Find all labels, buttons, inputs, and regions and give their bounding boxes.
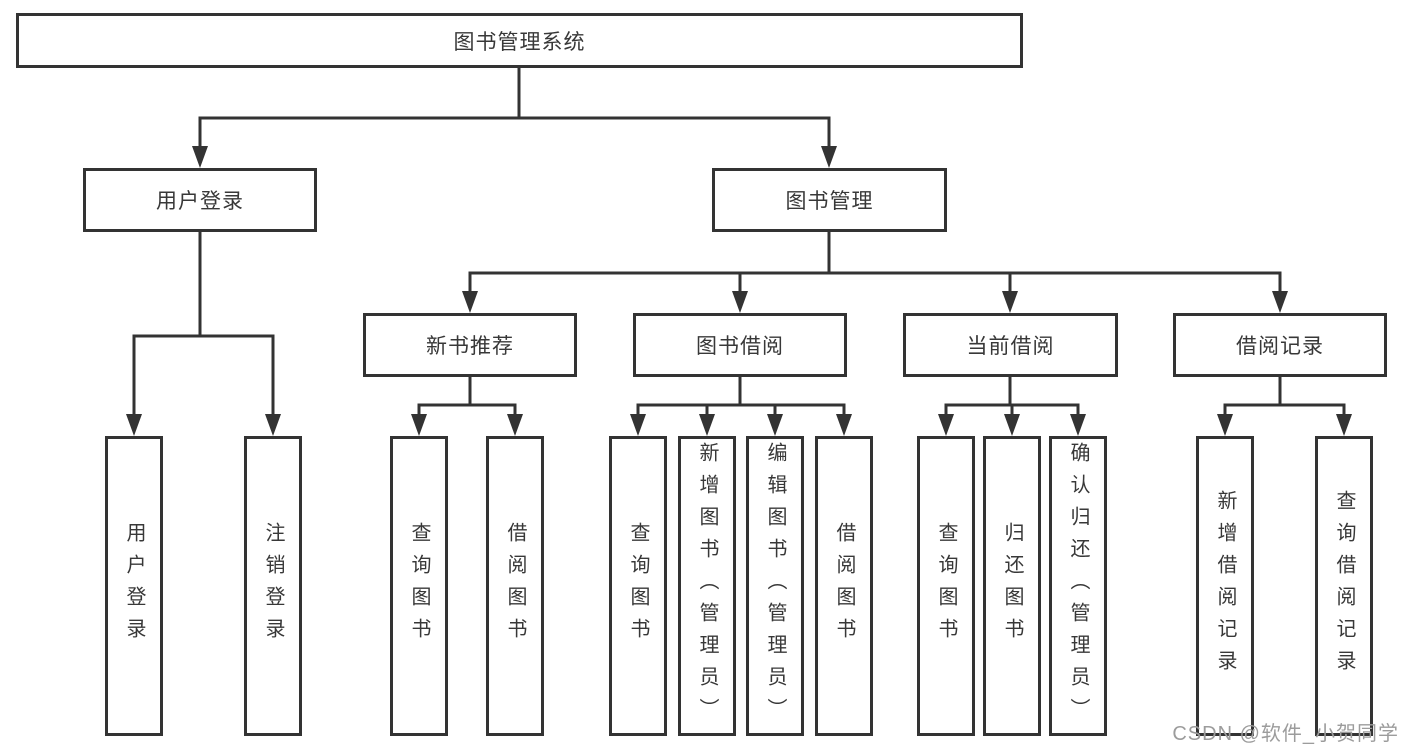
node-label: 查询图书 bbox=[408, 522, 430, 650]
leaf-edit-book-admin: 编辑图书（管理员） bbox=[746, 436, 804, 736]
leaf-query-borrow-record: 查询借阅记录 bbox=[1315, 436, 1373, 736]
node-book-management: 图书管理 bbox=[712, 168, 947, 232]
node-label: 图书管理 bbox=[785, 190, 874, 213]
leaf-confirm-return-admin: 确认归还（管理员） bbox=[1049, 436, 1107, 736]
node-borrowing-records: 借阅记录 bbox=[1173, 313, 1387, 377]
node-label: 注销登录 bbox=[262, 522, 284, 650]
node-label: 新增借阅记录 bbox=[1214, 490, 1236, 682]
node-new-book-recommendation: 新书推荐 bbox=[363, 313, 577, 377]
leaf-add-book-admin: 新增图书（管理员） bbox=[678, 436, 736, 736]
node-label: 归还图书 bbox=[1001, 522, 1023, 650]
node-label: 新书推荐 bbox=[426, 335, 514, 358]
node-current-borrowing: 当前借阅 bbox=[903, 313, 1118, 377]
node-label: 用户登录 bbox=[123, 522, 145, 650]
node-label: 新增图书（管理员） bbox=[696, 442, 718, 730]
leaf-add-borrow-record: 新增借阅记录 bbox=[1196, 436, 1254, 736]
leaf-query-book: 查询图书 bbox=[390, 436, 448, 736]
node-label: 查询图书 bbox=[935, 522, 957, 650]
node-label: 借阅记录 bbox=[1236, 335, 1324, 358]
csdn-watermark: CSDN @软件_小贺同学 bbox=[1172, 723, 1399, 745]
leaf-logout: 注销登录 bbox=[244, 436, 302, 736]
node-user-login: 用户登录 bbox=[83, 168, 317, 232]
node-label: 图书借阅 bbox=[696, 335, 784, 358]
node-book-borrowing: 图书借阅 bbox=[633, 313, 847, 377]
node-label: 借阅图书 bbox=[504, 522, 526, 650]
leaf-query-book: 查询图书 bbox=[609, 436, 667, 736]
leaf-borrow-book: 借阅图书 bbox=[486, 436, 544, 736]
node-label: 查询图书 bbox=[627, 522, 649, 650]
node-label: 借阅图书 bbox=[833, 522, 855, 650]
leaf-return-book: 归还图书 bbox=[983, 436, 1041, 736]
node-label: 编辑图书（管理员） bbox=[764, 442, 786, 730]
leaf-borrow-book: 借阅图书 bbox=[815, 436, 873, 736]
leaf-query-book: 查询图书 bbox=[917, 436, 975, 736]
node-label: 当前借阅 bbox=[966, 335, 1055, 358]
node-label: 确认归还（管理员） bbox=[1067, 442, 1089, 730]
node-label: 查询借阅记录 bbox=[1333, 490, 1355, 682]
node-label: 图书管理系统 bbox=[453, 30, 586, 54]
node-library-management-system: 图书管理系统 bbox=[16, 13, 1023, 68]
node-label: 用户登录 bbox=[156, 190, 244, 213]
leaf-user-login: 用户登录 bbox=[105, 436, 163, 736]
